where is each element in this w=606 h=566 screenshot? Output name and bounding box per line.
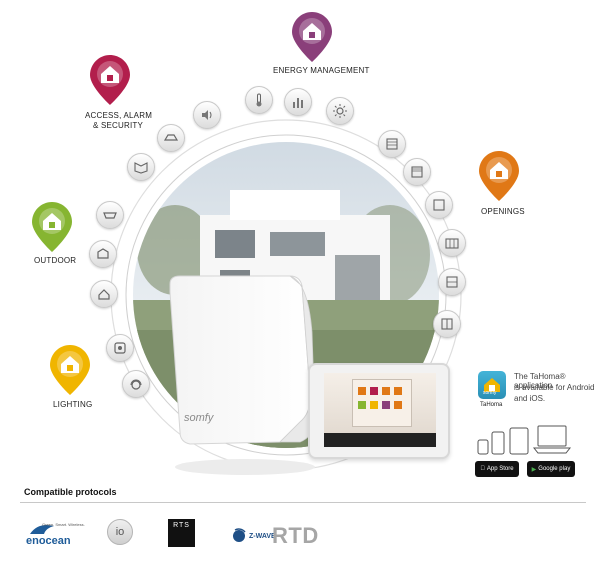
tablet-app-tile (358, 401, 366, 409)
rtd-logo: RTD (272, 523, 319, 548)
openings-pin-icon (479, 151, 519, 206)
energy-label: ENERGY MANAGEMENT (273, 66, 370, 75)
energy-pin-icon (292, 12, 332, 67)
io-logo: io (107, 519, 133, 545)
tablet-app-tile (394, 401, 402, 409)
app-store-badge[interactable]:  App Store (475, 461, 519, 477)
app-store-label: App Store (484, 466, 514, 472)
wall-light-icon (122, 370, 150, 398)
sliding-shutter-icon (438, 229, 466, 257)
window-shutter-icon (425, 191, 453, 219)
tablet-app-tile (382, 387, 390, 395)
tablet-app-tile (382, 401, 390, 409)
socket-icon (106, 334, 134, 362)
tablet-app-tile (370, 401, 378, 409)
access-label-line2: & SECURITY (93, 121, 144, 130)
device-brand-logo: somfy (184, 412, 214, 424)
enocean-tagline: Green. Smart. Wireless. (42, 522, 85, 527)
rts-logo: RTS (168, 519, 195, 547)
app-description-line1: The TaHoma® application (514, 372, 566, 390)
garden-light-icon (90, 280, 118, 308)
zwave-label: Z-WAVE (249, 532, 276, 540)
gate-icon (89, 240, 117, 268)
tablet-icon (509, 427, 529, 455)
sun-sensor-icon (326, 97, 354, 125)
google-play-badge[interactable]: ▶ Google play (527, 461, 575, 477)
lighting-label: LIGHTING (53, 400, 93, 409)
tablet-screen (324, 373, 436, 447)
thermometer-icon (245, 86, 273, 114)
outdoor-label: OUTDOOR (34, 256, 77, 265)
app-description-line2: is available for Android (514, 383, 595, 392)
lighting-pin-icon (50, 345, 90, 400)
app-icon-brand: somfy (483, 390, 497, 396)
energy-meter-icon (284, 88, 312, 116)
venetian-blind-icon (438, 268, 466, 296)
app-description-line3: and iOS. (514, 394, 546, 403)
pergola-icon (96, 201, 124, 229)
rts-label: RTS (173, 522, 190, 529)
tablet-bottom-bar (324, 433, 436, 447)
protocols-divider (20, 502, 586, 503)
enocean-logo: Green. Smart. Wireless. enocean (22, 520, 94, 550)
watch-icon (477, 439, 489, 455)
openings-label: OPENINGS (481, 207, 525, 216)
tablet-device (308, 363, 450, 459)
dolphin-icon (30, 525, 54, 534)
laptop-icon (537, 425, 567, 447)
access-pin-icon (90, 55, 130, 110)
window-icon (157, 124, 185, 152)
speaker-icon (193, 101, 221, 129)
curtain-icon (433, 310, 461, 338)
apple-icon:  (480, 466, 485, 472)
tahoma-box-device (169, 275, 316, 475)
tablet-app-tile (358, 387, 366, 395)
tablet-app-tile (370, 387, 378, 395)
tahoma-app-icon (478, 371, 506, 399)
access-label-line1: ACCESS, ALARM (85, 111, 153, 120)
roller-shutter-icon (378, 130, 406, 158)
google-play-label: Google play (538, 466, 571, 472)
tablet-app-tile (394, 387, 402, 395)
play-icon: ▶ (531, 466, 537, 473)
outdoor-pin-icon (32, 202, 72, 257)
protocols-title: Compatible protocols (24, 487, 117, 497)
supported-devices-icons (477, 425, 572, 455)
interior-blind-icon (403, 158, 431, 186)
app-name-label: TaHoma (480, 402, 503, 408)
enocean-name: enocean (26, 535, 71, 547)
zwave-icon (233, 528, 246, 542)
phone-icon (491, 431, 505, 455)
zwave-logo: Z-WAVE (231, 528, 276, 544)
awning-icon (127, 153, 155, 181)
